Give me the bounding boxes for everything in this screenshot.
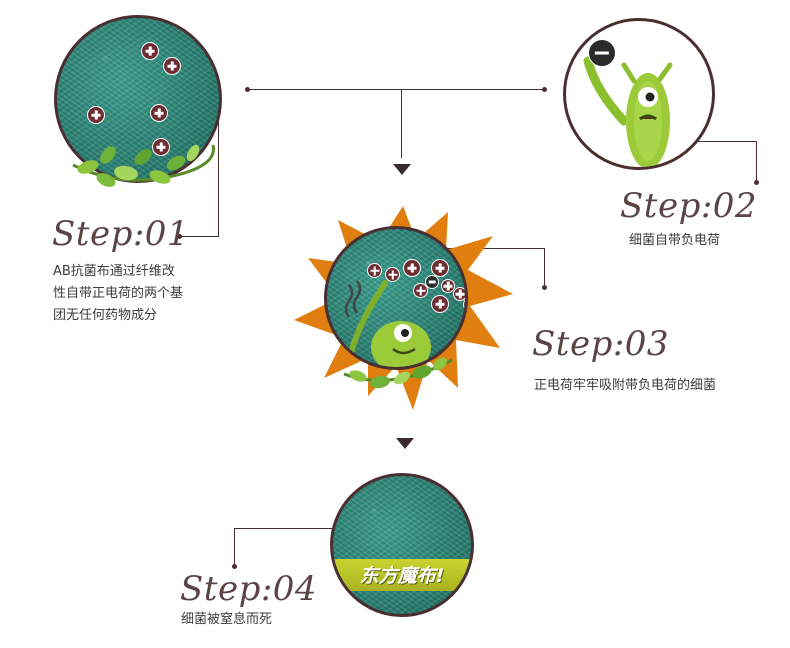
positive-charge-icon bbox=[163, 57, 181, 75]
leader-line bbox=[756, 141, 757, 182]
step4-fabric-circle: 东方魔布! bbox=[330, 473, 474, 617]
vine-leaves-icon bbox=[343, 357, 453, 389]
bacteria-icon bbox=[344, 280, 431, 367]
step4-title: Step:04 bbox=[180, 569, 318, 609]
leader-line bbox=[428, 248, 545, 249]
step3-title: Step:03 bbox=[532, 324, 670, 364]
leader-line bbox=[180, 236, 219, 237]
step1-desc-line: AB抗菌布通过纤维改 bbox=[53, 264, 175, 279]
step4-desc-line: 细菌被窒息而死 bbox=[181, 612, 273, 627]
brand-label: 东方魔布! bbox=[359, 565, 445, 588]
leader-line bbox=[640, 141, 757, 142]
connector-node bbox=[542, 87, 547, 92]
step2-desc-line: 细菌自带负电荷 bbox=[629, 233, 721, 248]
leader-node bbox=[542, 285, 547, 290]
connector-down bbox=[401, 90, 402, 158]
step1-desc: AB抗菌布通过纤维改 性自带正电荷的两个基 团无任何药物成分 bbox=[53, 261, 233, 327]
positive-charge-icon bbox=[431, 259, 449, 277]
leader-line bbox=[544, 248, 545, 287]
leader-node bbox=[232, 564, 237, 569]
step2-desc: 细菌自带负电荷 bbox=[629, 230, 720, 252]
leader-node bbox=[754, 180, 759, 185]
connector-node bbox=[245, 87, 250, 92]
step2-title: Step:02 bbox=[620, 186, 758, 226]
brand-band: 东方魔布! bbox=[333, 558, 471, 591]
positive-charge-icon bbox=[413, 283, 428, 298]
step1-title: Step:01 bbox=[52, 214, 190, 254]
step1-desc-line: 性自带正电荷的两个基 bbox=[53, 286, 184, 301]
positive-charge-icon bbox=[150, 104, 168, 122]
step3-fabric-circle bbox=[324, 226, 468, 370]
negative-charge-icon bbox=[425, 275, 439, 289]
connector-top bbox=[248, 89, 545, 90]
positive-charge-icon bbox=[367, 263, 382, 278]
step1-desc-line: 团无任何药物成分 bbox=[53, 308, 158, 323]
positive-charge-icon bbox=[453, 287, 465, 301]
positive-charge-icon bbox=[152, 138, 170, 156]
leader-line bbox=[218, 118, 219, 236]
positive-charge-icon bbox=[441, 279, 455, 293]
vine-leaves-icon bbox=[72, 144, 215, 187]
leader-line bbox=[234, 528, 344, 529]
positive-charge-icon bbox=[403, 259, 421, 277]
positive-charge-icon bbox=[431, 295, 449, 313]
leader-node bbox=[177, 234, 182, 239]
leader-line bbox=[234, 528, 235, 566]
bacteria-icon bbox=[583, 56, 673, 167]
step4-desc: 细菌被窒息而死 bbox=[181, 609, 272, 631]
positive-charge-icon bbox=[141, 42, 159, 60]
step3-desc-line: 正电荷牢牢吸附带负电荷的细菌 bbox=[534, 378, 717, 393]
step2-bacteria-circle bbox=[563, 18, 715, 170]
arrow-down-icon bbox=[396, 438, 414, 449]
arrow-down-icon bbox=[393, 164, 411, 175]
negative-charge-icon bbox=[588, 39, 616, 67]
positive-charge-icon bbox=[385, 267, 400, 282]
positive-charge-icon bbox=[87, 106, 105, 124]
step3-desc: 正电荷牢牢吸附带负电荷的细菌 bbox=[534, 375, 716, 397]
